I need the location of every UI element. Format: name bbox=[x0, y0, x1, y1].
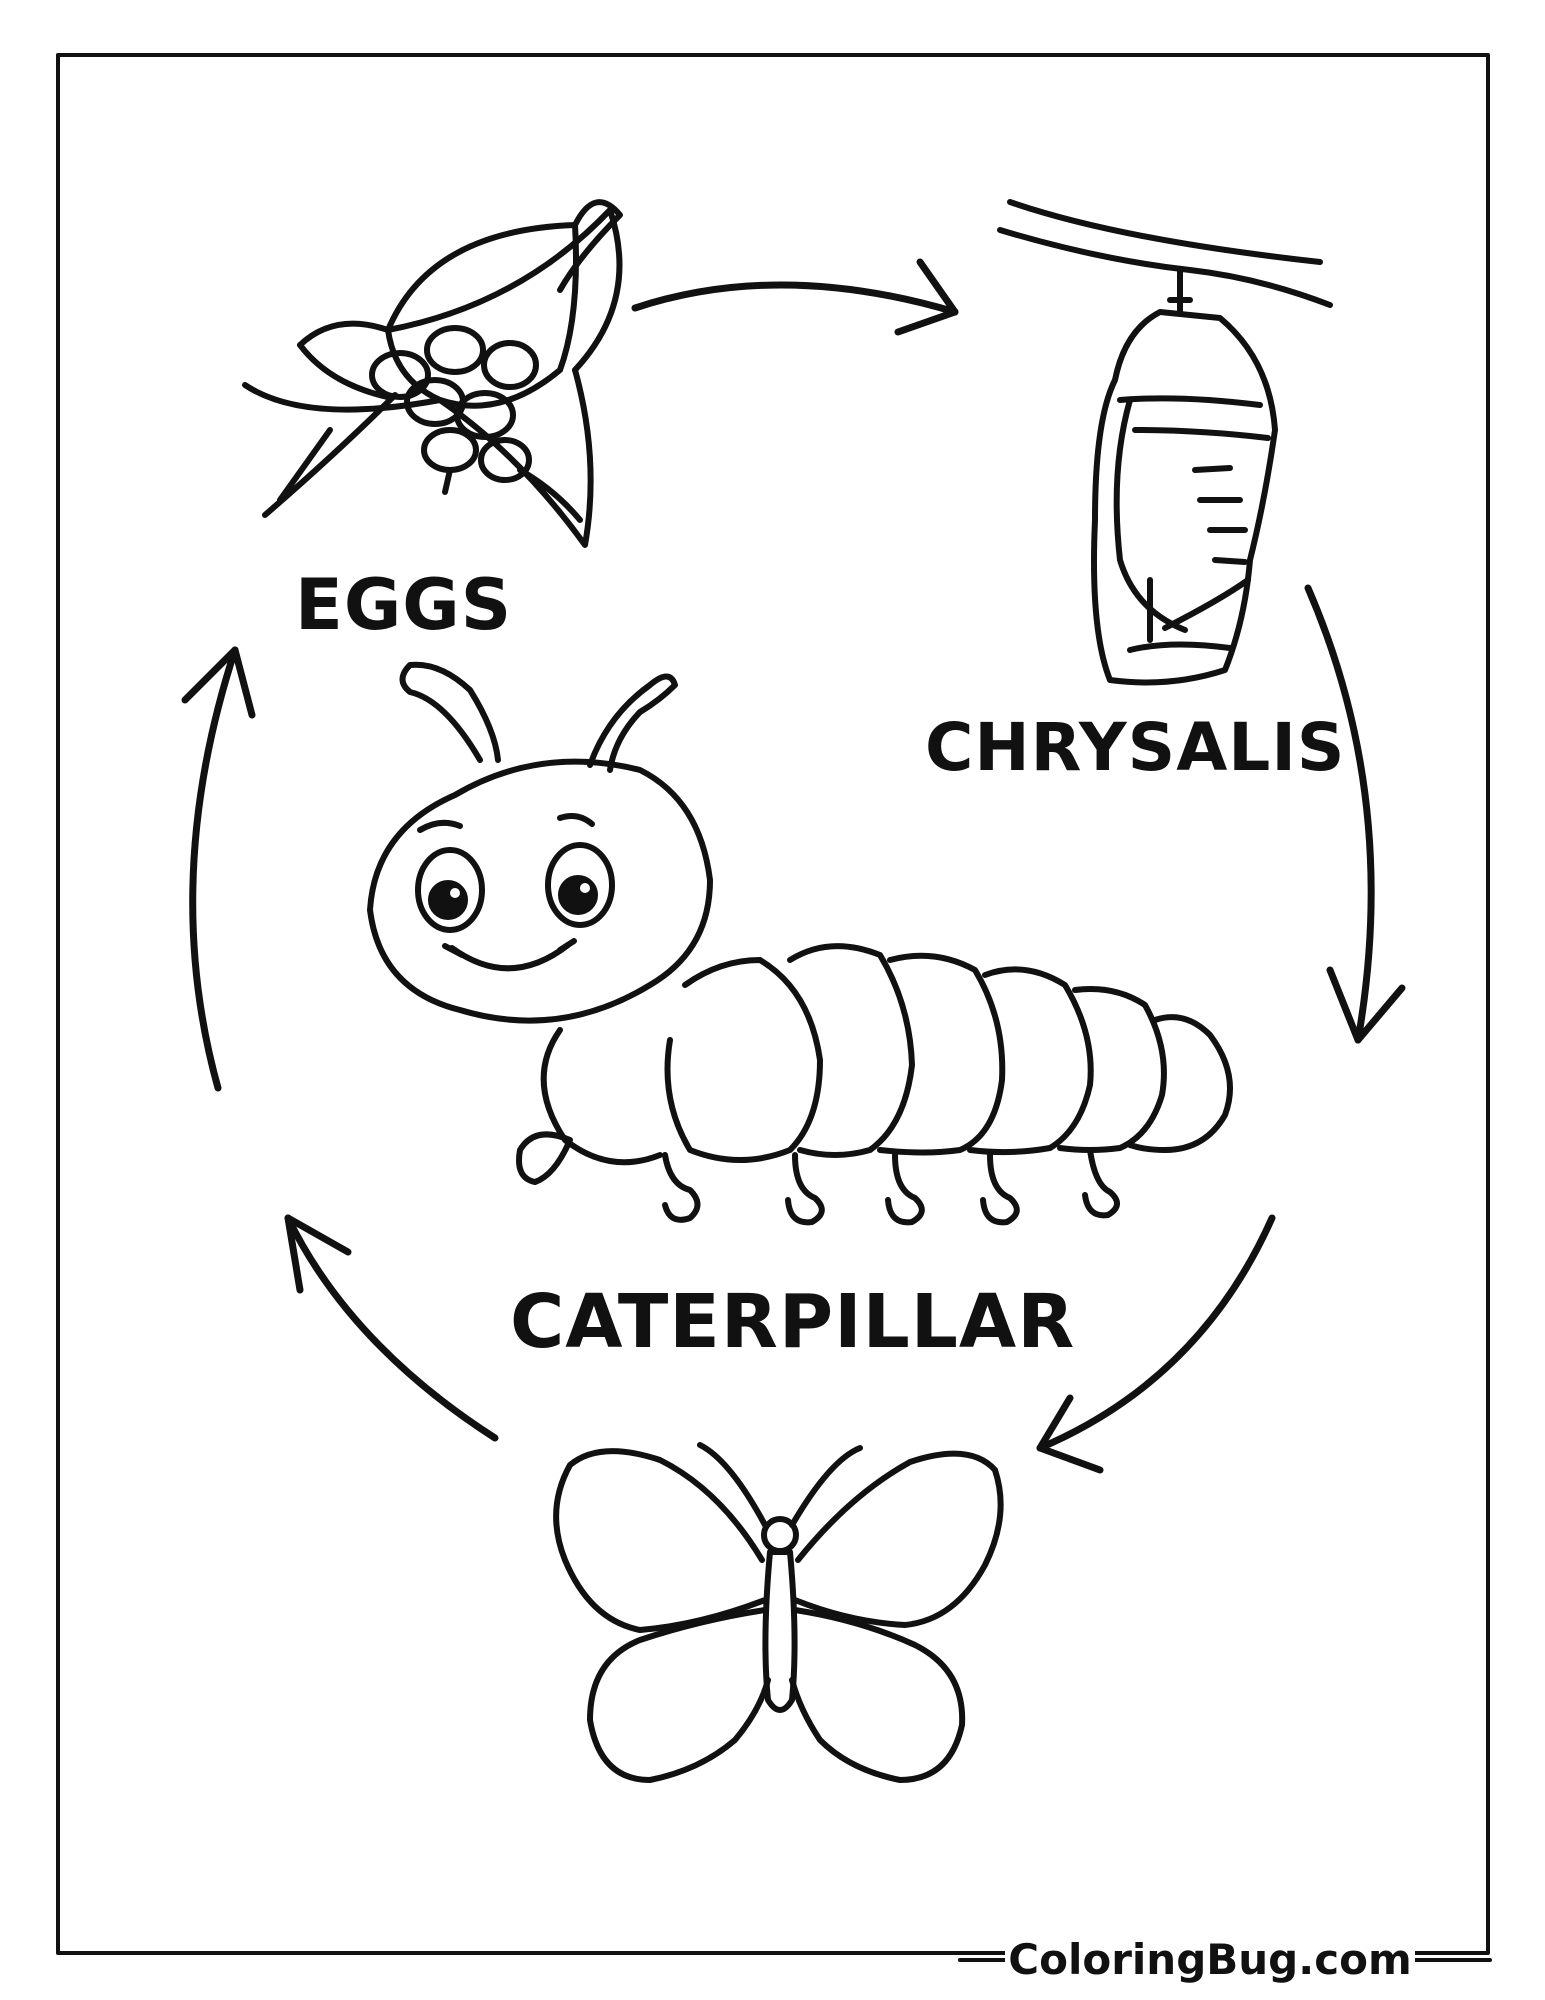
arrow-to-butterfly bbox=[1036, 1214, 1276, 1474]
butterfly-icon bbox=[553, 1442, 1004, 1783]
chrysalis-label: CHRYSALIS bbox=[925, 709, 1346, 786]
page-border bbox=[56, 53, 1490, 1955]
eggs-label: EGGS bbox=[295, 564, 513, 646]
arrow-left-to-eggs bbox=[181, 646, 256, 1092]
caterpillar-icon bbox=[367, 661, 1233, 1226]
arrow-chrysalis-to-next bbox=[1304, 584, 1406, 1044]
hanging-chrysalis-icon bbox=[997, 199, 1333, 686]
caterpillar-label: CATERPILLAR bbox=[510, 1279, 1076, 1365]
site-credit: ColoringBug.com bbox=[1005, 1930, 1415, 1990]
arrow-eggs-to-chrysalis bbox=[631, 258, 959, 336]
arrow-butterfly-to-left bbox=[284, 1214, 499, 1442]
leaf-with-eggs-icon bbox=[242, 199, 623, 548]
